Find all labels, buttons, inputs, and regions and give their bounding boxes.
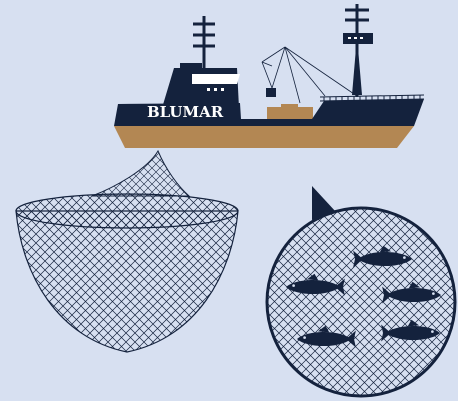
- hanging-block: [266, 88, 276, 97]
- forward-mast: [193, 16, 215, 70]
- fishing-net-icon: [16, 151, 238, 352]
- fish-school-bubble-icon: [260, 186, 458, 401]
- aft-mast: [343, 4, 373, 97]
- crane-rigging: [262, 47, 357, 103]
- ship-hull-bottom: [114, 126, 414, 148]
- ship-name: BLUMAR: [147, 103, 224, 121]
- ship-superstructure: [162, 63, 240, 108]
- fishing-vessel-icon: BLUMAR: [114, 4, 424, 148]
